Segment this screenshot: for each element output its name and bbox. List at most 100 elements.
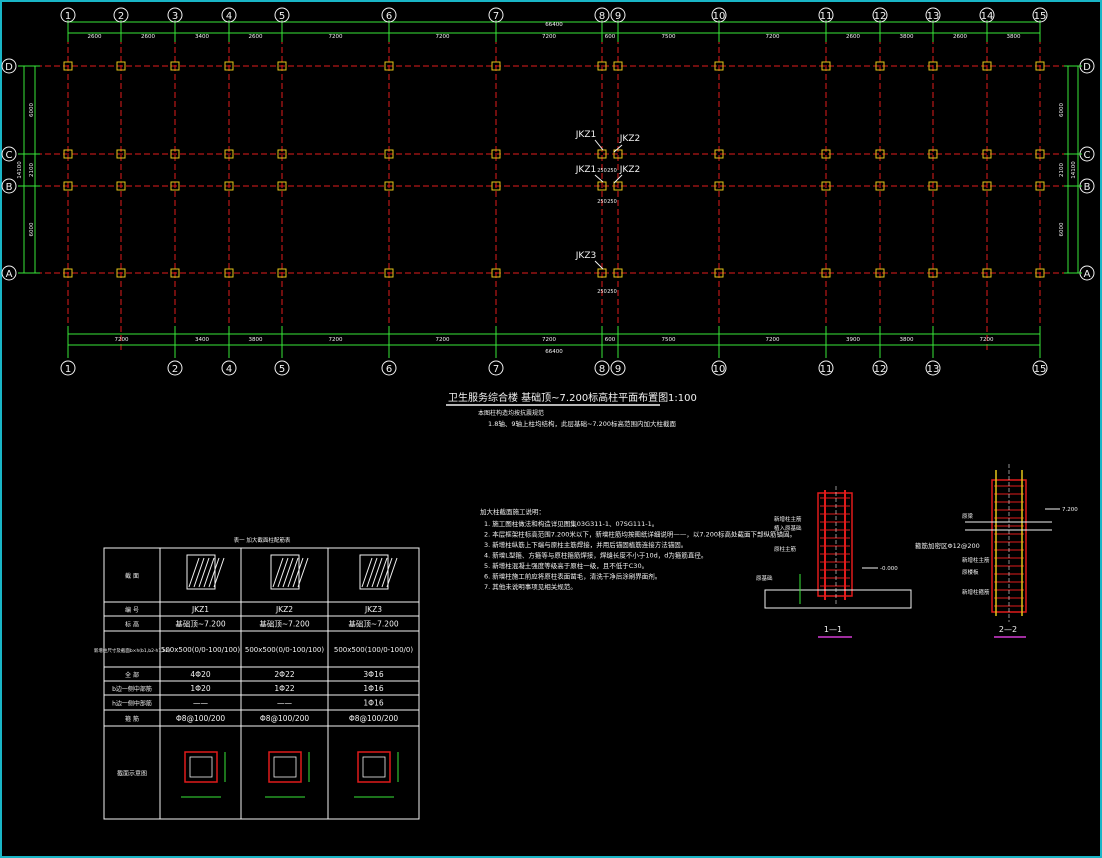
grid-bottom-label-4: 4 <box>226 364 232 375</box>
grid-bottom-label-4-circle <box>221 360 237 376</box>
column-10D <box>714 61 724 71</box>
table-hatch <box>282 557 294 588</box>
bottom-total-dim: 66400 <box>545 349 563 355</box>
grid-left-label-A-circle <box>1 265 17 281</box>
table-detail-core-1 <box>189 756 213 778</box>
table-cell-2-1: 基础顶~7.200 <box>259 619 309 629</box>
grid-top-label-7: 7 <box>493 11 499 22</box>
bottom-dim-1: 3400 <box>195 337 209 343</box>
top-total-dim: 66400 <box>545 22 563 28</box>
tag-jkz1-b: JKZ1 <box>575 165 596 175</box>
right-dim-1: 2100 <box>1059 163 1065 177</box>
column-7D <box>491 61 501 71</box>
drawing-scale: 1:100 <box>668 393 697 404</box>
bottom-dim-11: 7200 <box>980 337 994 343</box>
column-4D <box>224 61 234 71</box>
grid-top-label-8: 8 <box>599 11 605 22</box>
section1-title: 1—1 <box>824 625 842 634</box>
small-dim-a-2: 250 <box>607 289 617 295</box>
table-head-5: b边一侧中部筋 <box>112 685 152 693</box>
column-1A <box>63 268 73 278</box>
grid-top-label-5-circle <box>274 7 290 23</box>
column-3B <box>170 181 180 191</box>
tag-jkz2-b: JKZ2 <box>619 165 640 175</box>
column-5B <box>277 181 287 191</box>
table-hatch <box>361 557 373 588</box>
grid-top-label-13-circle <box>925 7 941 23</box>
grid-top-label-11: 11 <box>820 11 833 22</box>
column-5D <box>277 61 287 71</box>
table-cell-6-2: 1Φ16 <box>363 699 383 708</box>
grid-bottom-label-8: 8 <box>599 364 605 375</box>
grid-top-label-2: 2 <box>118 11 124 22</box>
table-hatch <box>371 557 383 588</box>
grid-top-label-8-circle <box>594 7 610 23</box>
grid-left-label-B-circle <box>1 178 17 194</box>
table-hatch <box>287 557 299 588</box>
grid-left-label-C: C <box>6 150 13 161</box>
column-2A <box>116 268 126 278</box>
column-12B <box>875 181 885 191</box>
top-dim-3: 2600 <box>249 34 263 40</box>
column-8A <box>597 268 607 278</box>
grid-top-label-6-circle <box>381 7 397 23</box>
column-14A <box>982 268 992 278</box>
grid-top-label-10-circle <box>711 7 727 23</box>
table-hatch <box>386 557 398 588</box>
leader-jkz2-c <box>613 144 623 153</box>
column-4A <box>224 268 234 278</box>
table-head-6: h边一侧中部筋 <box>112 700 152 708</box>
top-dim-0: 2600 <box>88 34 102 40</box>
note-item-7: 7. 其他未说明事项见相关规范。 <box>484 582 577 591</box>
grid-bottom-label-2: 2 <box>172 364 178 375</box>
leader-jkz1-c <box>594 139 604 151</box>
column-3D <box>170 61 180 71</box>
table-cell-1-1: JKZ2 <box>275 605 293 614</box>
bottom-dim-6: 600 <box>605 337 616 343</box>
table-cell-1-2: JKZ3 <box>364 605 382 614</box>
table-head-0: 截 面 <box>125 572 139 580</box>
grid-bottom-label-1: 1 <box>65 364 71 375</box>
table-cell-6-0: —— <box>193 699 209 708</box>
grid-bottom-label-13-circle <box>925 360 941 376</box>
table-cell-6-1: —— <box>277 699 293 708</box>
column-9C <box>613 149 623 159</box>
column-8D <box>597 61 607 71</box>
table-hatch <box>292 557 304 588</box>
small-dim-b-2: 250 <box>607 199 617 205</box>
column-12C <box>875 149 885 159</box>
grid-bottom-label-10: 10 <box>713 364 726 375</box>
grid-top-label-13: 13 <box>927 11 940 22</box>
title-note-2: 1.8轴、9轴上柱均结构，此层基础~7.200标高范围内加大柱截面 <box>488 419 677 428</box>
table-head-4: 全 部 <box>125 671 139 679</box>
section2-label-2: 新增柱主筋 <box>962 556 990 564</box>
notes-heading: 加大柱截面施工说明： <box>480 507 545 516</box>
grid-left-label-C-circle <box>1 146 17 162</box>
right-dim-2: 6000 <box>1059 222 1065 236</box>
grid-right-label-A: A <box>1084 269 1091 280</box>
grid-top-label-1: 1 <box>65 11 71 22</box>
column-1B <box>63 181 73 191</box>
top-dim-8: 7500 <box>662 34 676 40</box>
column-9D <box>613 61 623 71</box>
grid-top-label-2-circle <box>113 7 129 23</box>
table-cell-7-1: Φ8@100/200 <box>260 714 310 723</box>
table-hatch <box>366 557 378 588</box>
column-10B <box>714 181 724 191</box>
table-cell-4-2: 3Φ16 <box>363 670 383 679</box>
table-detail-outline-3 <box>357 751 391 783</box>
table-cell-7-0: Φ8@100/200 <box>176 714 226 723</box>
section1-foundation <box>764 589 912 609</box>
table-hatch <box>272 557 284 588</box>
table-hatch <box>203 557 215 588</box>
grid-top-label-14: 14 <box>981 11 994 22</box>
table-section-icon-1 <box>186 554 216 590</box>
grid-bottom-label-2-circle <box>167 360 183 376</box>
column-9A <box>613 268 623 278</box>
grid-top-label-3: 3 <box>172 11 178 22</box>
top-dim-1: 2600 <box>141 34 155 40</box>
top-dim-2: 3400 <box>195 34 209 40</box>
drawing-title: 卫生服务综合楼 基础顶~7.200标高柱平面布置图 <box>448 391 668 404</box>
section2-label-1: 原梁 <box>962 512 974 520</box>
table-title: 表一 加大截面柱配筋表 <box>234 536 291 544</box>
